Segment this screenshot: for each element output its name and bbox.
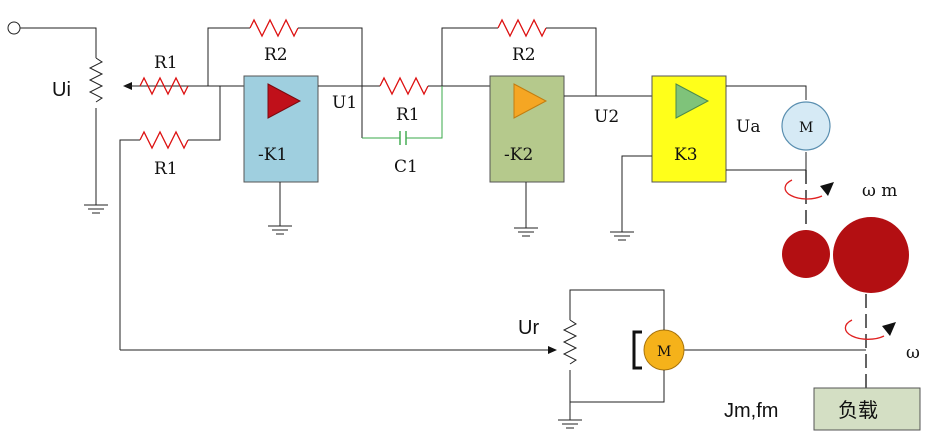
ui-label: Ui (52, 79, 71, 101)
omega-label: ω (906, 343, 920, 363)
amplifier-k3: K3 (610, 75, 727, 241)
k3-output-wire-bottom (726, 152, 807, 171)
omega-rotation-icon (844, 319, 896, 340)
ua-label: Ua (736, 117, 760, 137)
tach-bracket-icon (632, 330, 642, 370)
k2-label: -K2 (504, 145, 533, 165)
k2-triangle-icon (513, 83, 548, 119)
k3-output-wire-top (726, 85, 807, 100)
input-terminal (7, 21, 97, 58)
omega-m-label: ω m (862, 181, 897, 201)
jm-fm-label: Jm,fm (724, 400, 778, 422)
motor-label: M (799, 120, 813, 136)
load-label: 负载 (838, 398, 878, 422)
tach-label: M (657, 344, 671, 360)
amplifier-k2: -K2 (489, 75, 565, 237)
small-gear-icon (782, 230, 830, 278)
k1-triangle-icon (267, 83, 302, 119)
resistor-r1-bottom (119, 86, 221, 350)
large-gear-icon (833, 217, 909, 293)
resistor-r2-first (207, 18, 363, 86)
k1-label: -K1 (258, 145, 287, 165)
feedback-potentiometer (558, 289, 665, 429)
c1-label: C1 (394, 157, 418, 177)
r1-top-label: R1 (154, 53, 178, 73)
r1-bottom-label: R1 (154, 159, 178, 179)
input-potentiometer (84, 57, 210, 214)
r2-first-label: R2 (264, 45, 288, 65)
ur-label: Ur (518, 317, 539, 339)
k3-triangle-icon (675, 83, 710, 119)
u2-label: U2 (594, 107, 619, 127)
tachogenerator: M (632, 329, 685, 371)
r1-second-label: R1 (396, 105, 420, 125)
resistor-r2-second (441, 18, 597, 96)
load-box: 负载 (813, 387, 921, 431)
u1-label: U1 (332, 93, 357, 113)
omega-m-rotation-icon (784, 179, 834, 200)
gear-train (782, 217, 909, 293)
r2-second-label: R2 (512, 45, 536, 65)
motor: M (781, 101, 831, 151)
motor-icon (781, 101, 831, 151)
resistor-r1-top (124, 76, 244, 96)
amplifier-k1: -K1 (243, 75, 319, 235)
capacitor-c1 (362, 86, 443, 145)
k3-label: K3 (674, 145, 698, 165)
load-rect (813, 387, 921, 431)
resistor-r1-second (361, 76, 490, 138)
